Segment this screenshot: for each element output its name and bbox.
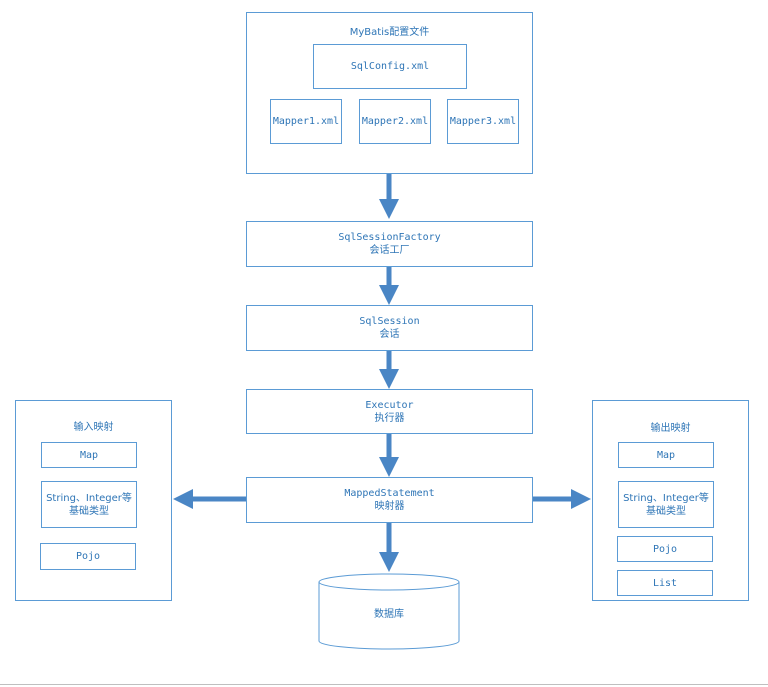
config-title: MyBatis配置文件 — [349, 27, 430, 38]
executor-box: Executor 执行器 — [246, 389, 533, 434]
mapper3-box: Mapper3.xml — [447, 99, 519, 144]
output-basic-types-label1: String、Integer等 — [623, 492, 709, 504]
input-map-label: Map — [79, 449, 99, 461]
sqlconfig-box: SqlConfig.xml — [313, 44, 467, 89]
database-label: 数据库 — [374, 609, 404, 620]
output-pojo-box: Pojo — [617, 536, 713, 562]
bottom-divider — [0, 684, 768, 685]
input-map-box: Map — [41, 442, 137, 468]
executor-sublabel: 执行器 — [374, 412, 405, 424]
database-cylinder — [318, 573, 460, 650]
sqlconfig-label: SqlConfig.xml — [350, 61, 430, 72]
output-pojo-label: Pojo — [652, 543, 678, 555]
output-map-box: Map — [618, 442, 714, 468]
mapper1-label: Mapper1.xml — [272, 116, 340, 127]
mapper3-label: Mapper3.xml — [449, 116, 517, 127]
input-pojo-box: Pojo — [40, 543, 136, 570]
sqlsession-label: SqlSession — [359, 316, 420, 327]
sqlsessionfactory-box: SqlSessionFactory 会话工厂 — [246, 221, 533, 267]
config-container: MyBatis配置文件 — [246, 12, 533, 174]
mappedstatement-label: MappedStatement — [344, 488, 435, 499]
output-list-label: List — [652, 577, 678, 589]
sqlsessionfactory-label: SqlSessionFactory — [338, 232, 441, 243]
input-basic-types-label1: String、Integer等 — [46, 492, 132, 504]
sqlsession-sublabel: 会话 — [379, 329, 400, 340]
mappedstatement-sublabel: 映射器 — [374, 501, 405, 512]
output-map-label: Map — [656, 449, 676, 461]
mapper2-box: Mapper2.xml — [359, 99, 431, 144]
output-list-box: List — [617, 570, 713, 596]
mapper2-label: Mapper2.xml — [361, 116, 429, 127]
sqlsession-box: SqlSession 会话 — [246, 305, 533, 351]
output-basic-types-box: String、Integer等 基础类型 — [618, 481, 714, 528]
output-basic-types-label2: 基础类型 — [646, 505, 686, 517]
input-pojo-label: Pojo — [75, 551, 101, 562]
input-mapping-title: 输入映射 — [73, 422, 114, 433]
mapper1-box: Mapper1.xml — [270, 99, 342, 144]
input-basic-types-box: String、Integer等 基础类型 — [41, 481, 137, 528]
mappedstatement-box: MappedStatement 映射器 — [246, 477, 533, 523]
executor-label: Executor — [365, 399, 414, 411]
output-mapping-title: 输出映射 — [650, 423, 691, 434]
sqlsessionfactory-sublabel: 会话工厂 — [369, 245, 410, 256]
input-basic-types-label2: 基础类型 — [69, 505, 109, 517]
